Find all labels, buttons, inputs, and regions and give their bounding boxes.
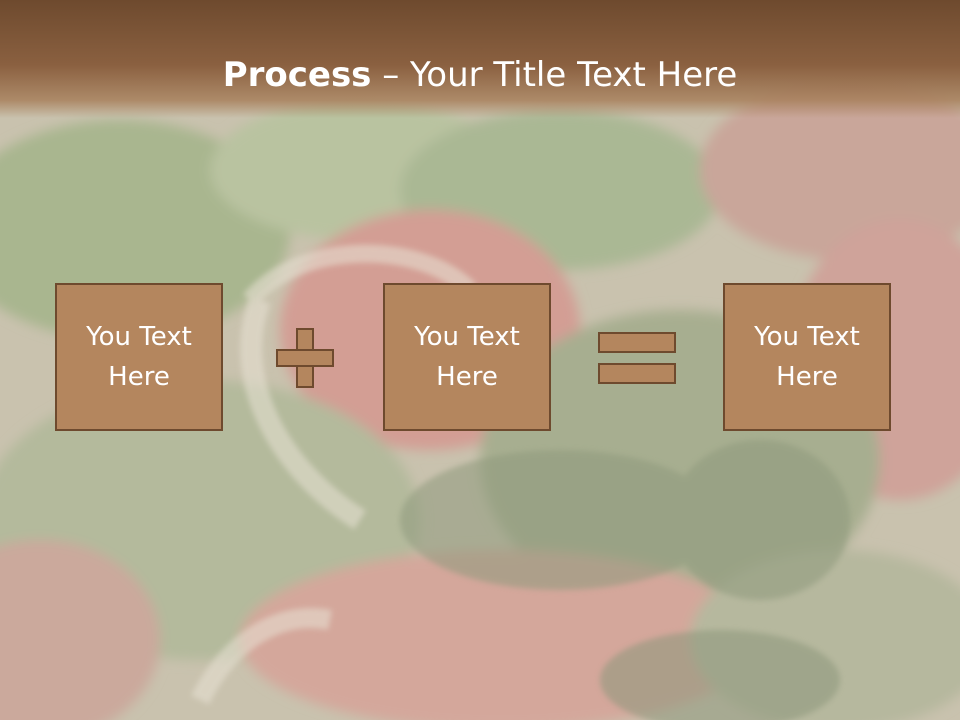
process-box-3-line2: Here [776,362,838,392]
process-box-3-line1: You Text [754,322,860,352]
process-box-3[interactable]: You Text Here [723,283,891,431]
slide-title-rest: – Your Title Text Here [371,55,738,95]
equals-icon [598,332,676,384]
process-box-1[interactable]: You Text Here [55,283,223,431]
process-box-2[interactable]: You Text Here [383,283,551,431]
process-box-1-line1: You Text [86,322,192,352]
process-box-2-line2: Here [436,362,498,392]
slide-title-bold: Process [222,55,372,95]
process-box-1-line2: Here [108,362,170,392]
equals-bar-top [598,332,676,353]
process-box-2-line1: You Text [414,322,520,352]
equals-bar-bottom [598,363,676,384]
plus-icon [276,328,334,388]
slide-title: Process – Your Title Text Here [0,52,960,98]
title-bar [0,0,960,118]
